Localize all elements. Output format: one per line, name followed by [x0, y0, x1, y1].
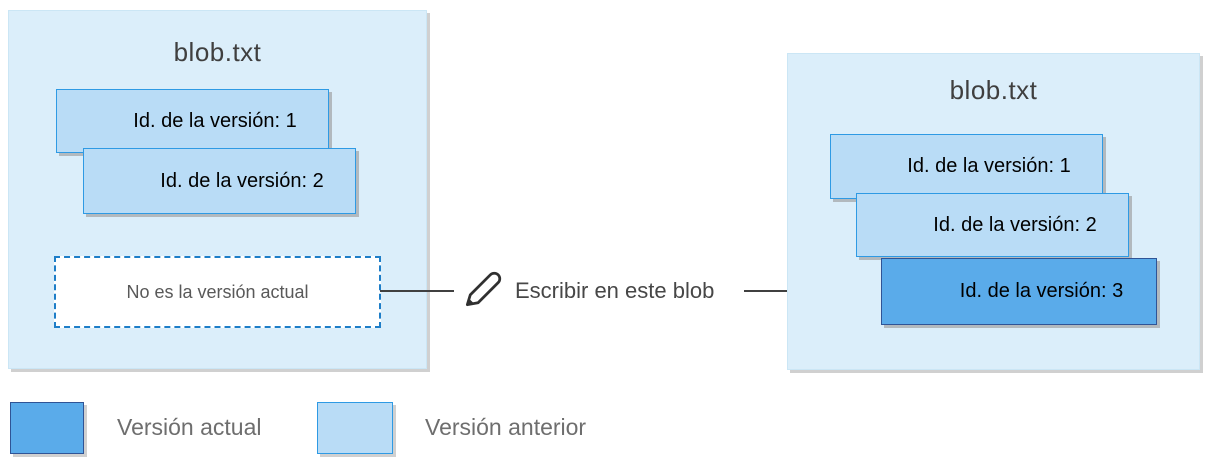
- right-blob-container: blob.txt Id. de la versión: 1 Id. de la …: [787, 53, 1200, 370]
- legend-label-current-version: Versión actual: [117, 414, 262, 440]
- legend-label-previous-version: Versión anterior: [425, 414, 587, 440]
- legend-swatch-previous-version: [317, 402, 393, 454]
- right-version-card-3-current: Id. de la versión: 3: [881, 258, 1157, 325]
- legend-swatch-current-version: [10, 402, 84, 454]
- version-label: Id. de la versión: 1: [133, 109, 297, 132]
- version-label: Id. de la versión: 1: [907, 155, 1071, 177]
- not-current-version-label: No es la versión actual: [126, 281, 309, 302]
- right-version-card-1: Id. de la versión: 1: [830, 134, 1103, 199]
- left-version-card-2: Id. de la versión: 2: [83, 148, 356, 214]
- left-blob-title: blob.txt: [173, 37, 262, 67]
- left-version-card-1: Id. de la versión: 1: [56, 89, 329, 153]
- version-label: Id. de la versión: 3: [959, 280, 1124, 302]
- right-version-card-2: Id. de la versión: 2: [856, 193, 1129, 257]
- left-blob-container: blob.txt Id. de la versión: 1 Id. de la …: [8, 10, 427, 369]
- not-current-version-box: No es la versión actual: [54, 256, 381, 328]
- pencil-icon: [465, 271, 502, 307]
- write-action-label: Escribir en este blob: [515, 278, 715, 303]
- version-label: Id. de la versión: 2: [933, 213, 1097, 236]
- right-blob-title: blob.txt: [949, 75, 1038, 105]
- version-label: Id. de la versión: 2: [160, 169, 324, 192]
- connector-line-left: [380, 290, 454, 292]
